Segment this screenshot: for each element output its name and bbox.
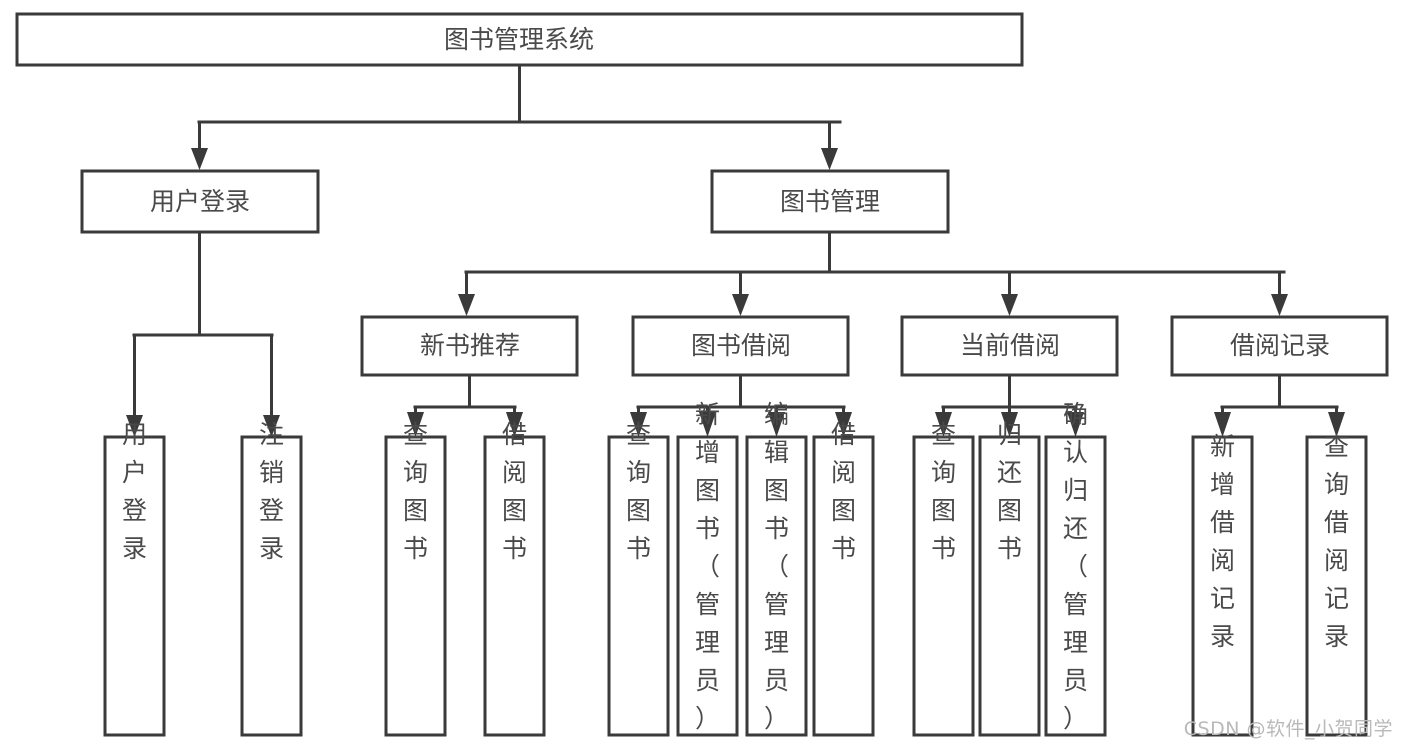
csdn-watermark: CSDN @软件_小贺同学 xyxy=(1183,718,1393,740)
arrow-head-level3-1 xyxy=(458,294,475,316)
arrow-head-level2-1 xyxy=(191,148,208,170)
node-book-borrow-label: 图书借阅 xyxy=(691,331,791,360)
node-leaf-borrow-borrow-book[interactable]: 借阅图书 xyxy=(812,420,875,737)
arrow-head-current-3 xyxy=(1067,412,1084,437)
node-current-borrow-box[interactable] xyxy=(900,315,1119,377)
node-leaf-records-add-record[interactable]: 新增借阅记录 xyxy=(1191,432,1254,737)
node-user-login-label: 用户登录 xyxy=(150,187,250,216)
node-leaf-label: 新增借阅记录 xyxy=(1210,432,1235,651)
node-leaf-label: 借阅图书 xyxy=(502,420,527,563)
node-leaf-box[interactable] xyxy=(1191,435,1254,737)
node-leaf-box[interactable] xyxy=(676,435,739,737)
arrow-head-recommend-1 xyxy=(407,412,424,437)
node-leaf-box[interactable] xyxy=(483,435,546,737)
node-leaf-current-query-book[interactable]: 查询图书 xyxy=(912,420,975,737)
node-leaf-box[interactable] xyxy=(1044,435,1107,737)
node-leaf-box[interactable] xyxy=(384,435,447,737)
arrow-head-current-1 xyxy=(935,412,952,437)
arrow-head-level3-2 xyxy=(732,294,749,316)
arrow-head-borrow-2 xyxy=(699,412,716,437)
node-current-borrow[interactable]: 当前借阅 xyxy=(900,315,1119,377)
node-borrow-records-label: 借阅记录 xyxy=(1230,331,1330,360)
node-current-borrow-label: 当前借阅 xyxy=(960,331,1060,360)
node-leaf-label: 确认归还（管理员） xyxy=(1063,400,1088,733)
node-leaf-label: 归还图书 xyxy=(997,420,1022,563)
arrow-head-userlogin-2 xyxy=(263,415,280,437)
node-leaf-user-login-logout[interactable]: 注销登录 xyxy=(240,420,303,737)
node-new-book-recommend[interactable]: 新书推荐 xyxy=(360,315,579,377)
node-leaf-label: 查询图书 xyxy=(403,420,428,563)
node-leaf-box[interactable] xyxy=(103,435,166,737)
node-new-book-recommend-label: 新书推荐 xyxy=(420,331,520,360)
node-leaf-label: 查询图书 xyxy=(626,420,651,563)
arrow-head-records-2 xyxy=(1328,412,1345,437)
node-book-management-box[interactable] xyxy=(710,169,950,234)
arrow-head-borrow-1 xyxy=(630,412,647,437)
node-leaf-box[interactable] xyxy=(978,435,1041,737)
node-leaf-current-confirm-return[interactable]: 确认归还（管理员） xyxy=(1044,400,1107,737)
node-book-management-label: 图书管理 xyxy=(780,187,880,216)
arrow-head-borrow-4 xyxy=(835,412,852,437)
arrow-head-borrow-3 xyxy=(768,412,785,437)
node-borrow-records-box[interactable] xyxy=(1170,315,1389,377)
node-leaf-recommend-borrow-book[interactable]: 借阅图书 xyxy=(483,420,546,737)
node-root-label: 图书管理系统 xyxy=(444,25,594,54)
node-leaf-box[interactable] xyxy=(607,435,670,737)
node-book-management[interactable]: 图书管理 xyxy=(710,169,950,234)
node-leaf-user-login-login[interactable]: 用户登录 xyxy=(103,420,166,737)
node-leaf-box[interactable] xyxy=(240,435,303,737)
node-leaf-label: 借阅图书 xyxy=(831,420,856,563)
node-leaf-box[interactable] xyxy=(745,435,808,737)
arrow-head-level3-3 xyxy=(1001,294,1018,316)
node-leaf-label: 查询借阅记录 xyxy=(1324,432,1349,651)
node-book-borrow[interactable]: 图书借阅 xyxy=(631,315,850,377)
node-book-borrow-box[interactable] xyxy=(631,315,850,377)
node-root[interactable]: 图书管理系统 xyxy=(15,12,1024,67)
arrow-head-level3-4 xyxy=(1271,294,1288,316)
node-leaf-records-query-record[interactable]: 查询借阅记录 xyxy=(1305,432,1368,737)
node-leaf-label: 用户登录 xyxy=(122,420,147,563)
arrow-head-records-1 xyxy=(1214,412,1231,437)
node-root-box[interactable] xyxy=(15,12,1024,67)
node-leaf-box[interactable] xyxy=(1305,435,1368,737)
node-user-login-box[interactable] xyxy=(80,169,320,234)
node-leaf-label: 查询图书 xyxy=(931,420,956,563)
node-leaf-label: 新增图书（管理员） xyxy=(695,400,720,733)
node-leaf-box[interactable] xyxy=(912,435,975,737)
node-leaf-borrow-edit-book[interactable]: 编辑图书（管理员） xyxy=(745,400,808,737)
node-leaf-recommend-query-book[interactable]: 查询图书 xyxy=(384,420,447,737)
node-new-book-recommend-box[interactable] xyxy=(360,315,579,377)
arrow-head-recommend-2 xyxy=(506,412,523,437)
node-leaf-borrow-add-book[interactable]: 新增图书（管理员） xyxy=(676,400,739,737)
connector-layer xyxy=(126,63,1345,437)
arrow-head-level2-2 xyxy=(821,148,838,170)
node-leaf-box[interactable] xyxy=(812,435,875,737)
node-user-login[interactable]: 用户登录 xyxy=(80,169,320,234)
node-leaf-current-return-book[interactable]: 归还图书 xyxy=(978,420,1041,737)
arrow-head-current-2 xyxy=(1001,412,1018,437)
node-leaf-label: 注销登录 xyxy=(259,420,284,563)
node-leaf-borrow-query-book[interactable]: 查询图书 xyxy=(607,420,670,737)
node-leaf-label: 编辑图书（管理员） xyxy=(764,400,789,733)
node-borrow-records[interactable]: 借阅记录 xyxy=(1170,315,1389,377)
arrow-head-userlogin-1 xyxy=(126,415,143,437)
